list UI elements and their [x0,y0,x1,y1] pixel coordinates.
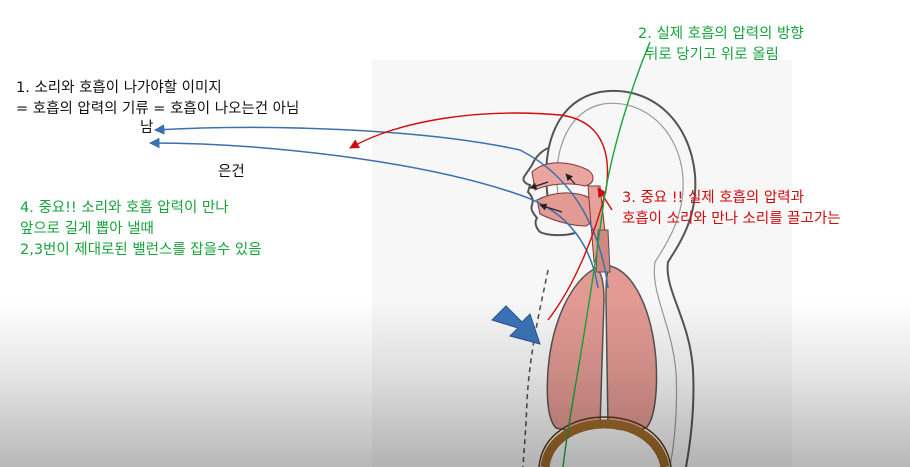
left-lung [546,267,605,431]
nose-arrow [529,181,549,190]
note4-line2: 앞으로 길게 뽑아 낼때 [20,221,154,237]
airflow-arrow-upper [153,124,609,289]
note3-line1: 3. 중요 !! 실제 호흡의 압력과 [622,190,804,206]
airflow-arrow-lower [148,137,599,289]
body-back-outline [545,89,697,467]
body-inner-outline [556,102,684,467]
face-profile [522,147,576,237]
diaphragm-outline [538,416,672,467]
note1-line3: 남 [140,120,154,136]
note2-line2: 뒤로 당기고 위로 올림 [645,47,779,63]
note3-line2: 호흡이 소리와 만나 소리를 끌고가는 [622,211,841,227]
pressure-direction-line [562,41,651,467]
nasal-inner-arrow [565,173,576,185]
right-lung [605,265,658,431]
note1-line4: 은건 [218,164,245,180]
mouth-arrow [539,203,563,213]
nasal-cavity [531,162,594,191]
note2-line1: 2. 실제 호흡의 압력의 방향 [638,26,804,42]
pressure-curve-arrow [349,112,609,321]
pressure-pointer-arrow [597,187,613,211]
note4-line3: 2,3번이 제대로된 밸런스를 잡을수 있음 [20,242,262,258]
trachea [595,229,611,273]
note1-line2: = 호흡의 압력의 기류 = 호흡이 나오는건 아님 [16,101,300,117]
chest-push-arrow [491,305,541,345]
note1-line1: 1. 소리와 호흡이 나가야할 이미지 [16,80,222,96]
note4-line1: 4. 중요!! 소리와 호흡 압력이 만나 [20,200,229,216]
diaphragm [540,419,670,467]
